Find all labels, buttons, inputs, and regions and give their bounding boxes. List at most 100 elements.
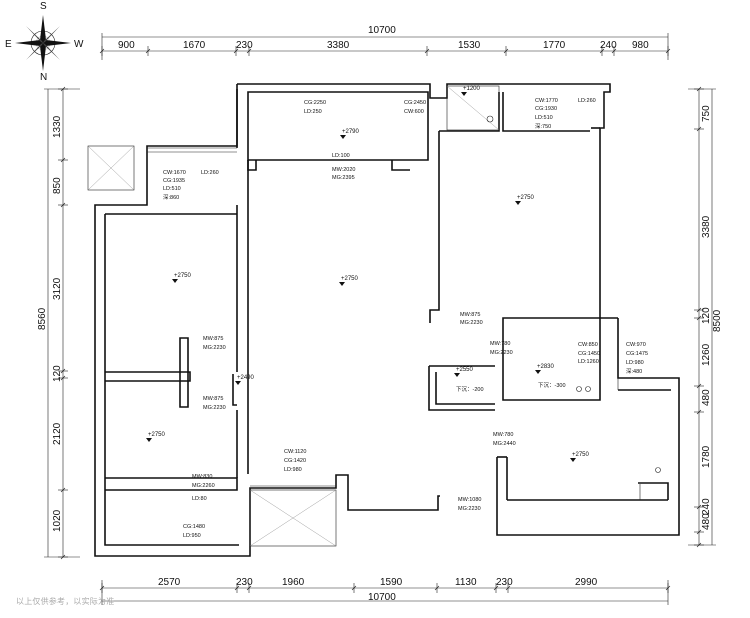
balconies — [87, 85, 661, 547]
annotation-text: CW:1670 — [163, 170, 186, 176]
top-dim-7: 240 — [600, 40, 617, 51]
elevation-mark: +2750 — [174, 273, 192, 279]
annotation-text: MG:2230 — [460, 320, 483, 326]
dimension-tick-slash — [696, 315, 702, 321]
left-dim-1: 1330 — [52, 115, 63, 138]
bottom-dim-1: 2570 — [158, 577, 181, 588]
annotation-text: LD:950 — [183, 533, 201, 539]
left-dim-3: 3120 — [52, 277, 63, 300]
right-dimension-lines — [688, 86, 716, 548]
dimension-tick-slash — [505, 585, 511, 591]
annotation-text: MG:2440 — [493, 441, 516, 447]
right-dim-1: 750 — [701, 105, 712, 122]
annotation-text: MG:2230 — [458, 506, 481, 512]
dimension-tick-slash — [424, 48, 430, 54]
watermark-text: 以上仅供参考，以实际为准 — [16, 597, 115, 606]
annotation-text: LD:1260 — [578, 359, 599, 365]
dimension-tick-slash — [696, 307, 702, 313]
annotation-text: LD:250 — [304, 109, 322, 115]
annotation-text: CW:970 — [626, 342, 646, 348]
top-dim-5: 1530 — [458, 40, 481, 51]
annotation-text: MW:830 — [192, 474, 212, 480]
elevation-symbols — [146, 92, 576, 462]
right-dim-4: 1260 — [701, 343, 712, 366]
annotation-text: 下沉：-300 — [538, 381, 566, 389]
compass-w-label: W — [74, 39, 84, 50]
annotation-text: LD:100 — [332, 153, 350, 159]
annotation-text: MW:2020 — [332, 167, 355, 173]
annotation-text: MW:1080 — [458, 497, 481, 503]
annotation-text: MW:875 — [203, 336, 223, 342]
compass-rose-icon — [15, 15, 71, 71]
dimension-tick-slash — [503, 48, 509, 54]
annotation-text: CG:1450 — [578, 351, 600, 357]
dimension-tick-slash — [60, 487, 66, 493]
top-dim-8: 980 — [632, 40, 649, 51]
dimension-tick-slash — [696, 409, 702, 415]
elevation-mark: +2790 — [342, 129, 360, 135]
top-dimension-lines — [99, 33, 671, 60]
right-dim-2: 3380 — [701, 215, 712, 238]
annotation-text: CW:1770 — [535, 98, 558, 104]
right-dim-8: 240 — [701, 498, 712, 515]
annotation-text: MW:875 — [460, 312, 480, 318]
dimension-tick-slash — [145, 48, 151, 54]
elevation-mark: +2750 — [572, 452, 590, 458]
bottom-dim-2: 230 — [236, 577, 253, 588]
annotation-text: LD:260 — [201, 170, 219, 176]
window-lines — [147, 92, 641, 500]
annotation-text: MG:2260 — [192, 483, 215, 489]
compass-s-label: S — [40, 1, 47, 12]
dimension-tick-slash — [696, 86, 702, 92]
dimension-tick-slash — [696, 542, 702, 548]
annotation-text: CG:1930 — [535, 106, 557, 112]
compass-n-label: N — [40, 72, 47, 83]
dimension-tick-slash — [234, 585, 240, 591]
dimension-tick-slash — [665, 48, 671, 54]
dimension-tick-slash — [696, 504, 702, 510]
annotation-text: LD:980 — [626, 360, 644, 366]
dimension-tick-slash — [246, 585, 252, 591]
dimension-tick-slash — [99, 585, 105, 591]
bottom-dimension-lines — [99, 580, 671, 605]
elevation-mark: +2750 — [517, 195, 535, 201]
annotation-text: CW:600 — [404, 109, 424, 115]
annotation-text: LD:260 — [578, 98, 596, 104]
annotation-text: CG:1475 — [626, 351, 648, 357]
dimension-tick-slash — [434, 585, 440, 591]
walls — [94, 83, 680, 557]
dimension-tick-slash — [99, 48, 105, 54]
dimension-tick-slash — [60, 368, 66, 374]
elevation-mark: +1200 — [463, 86, 481, 92]
bottom-dim-6: 230 — [496, 577, 513, 588]
bottom-total-dimension: 10700 — [368, 592, 396, 603]
bottom-dim-5: 1130 — [455, 577, 477, 588]
compass-e-label: E — [5, 39, 12, 50]
annotation-text: MG:2230 — [490, 350, 513, 356]
left-dim-6: 1020 — [52, 509, 63, 532]
left-dim-2: 850 — [52, 177, 63, 194]
dimension-tick-slash — [696, 126, 702, 132]
annotation-text: MG:2395 — [332, 175, 355, 181]
annotation-text: CG:2450 — [404, 100, 426, 106]
annotation-text: CG:1480 — [183, 524, 205, 530]
annotation-text: MG:2230 — [203, 345, 226, 351]
annotation-text: CW:1120 — [284, 449, 306, 455]
top-dim-1: 900 — [118, 40, 135, 51]
annotation-text: LD:980 — [284, 467, 302, 473]
elevation-mark: +2830 — [537, 364, 555, 370]
annotation-text: LD:510 — [535, 115, 553, 121]
annotation-text: CG:1420 — [284, 458, 306, 464]
annotation-text: CG:1935 — [163, 178, 185, 184]
dimension-tick-slash — [493, 585, 499, 591]
elevation-mark: +2490 — [237, 375, 255, 381]
annotation-text: 深:480 — [626, 367, 642, 375]
dimension-tick-slash — [351, 585, 357, 591]
top-dim-6: 1770 — [543, 40, 566, 51]
annotation-text: CW:850 — [578, 342, 598, 348]
dimension-tick-slash — [246, 48, 252, 54]
dimension-tick-slash — [599, 48, 605, 54]
room-annotations: CG:2250 LD:250 CG:2450 CW:600 +2790 LD:1… — [148, 86, 648, 539]
top-dim-4: 3380 — [327, 40, 350, 51]
right-dim-7: 480 — [701, 513, 712, 530]
